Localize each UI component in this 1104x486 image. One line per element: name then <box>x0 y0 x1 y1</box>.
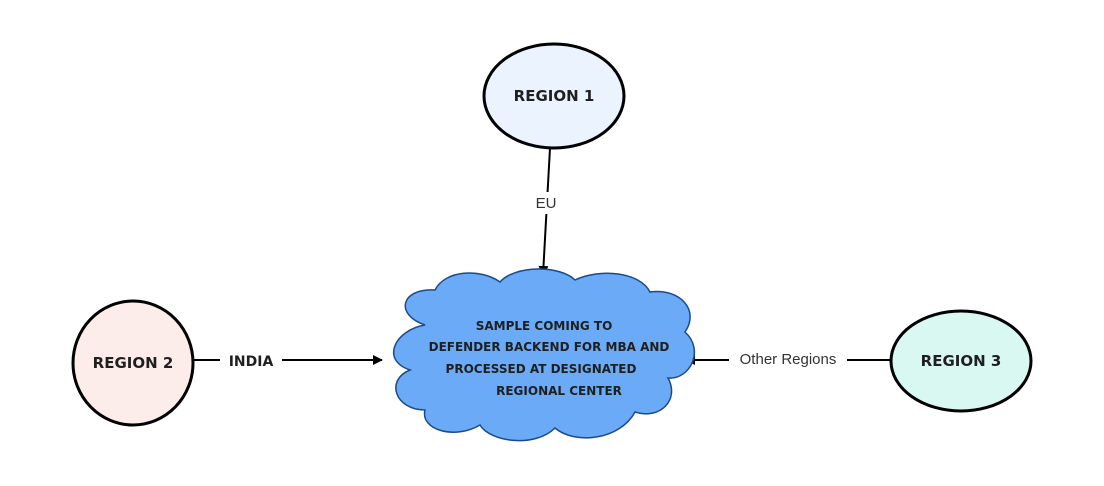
edge-label-eu: EU <box>536 195 557 212</box>
region-1-node[interactable]: REGION 1 <box>482 42 626 150</box>
edge-label-india: INDIA <box>229 354 274 370</box>
region-2-label: REGION 2 <box>93 354 174 372</box>
region-2-node[interactable]: REGION 2 <box>71 299 195 427</box>
cloud-text-line-3: PROCESSED AT DESIGNATED <box>446 362 637 376</box>
region-3-label: REGION 3 <box>921 352 1002 370</box>
cloud-text-line-1: SAMPLE COMING TO <box>476 319 613 333</box>
cloud-text-line-2: DEFENDER BACKEND FOR MBA AND <box>429 340 670 354</box>
region-3-node[interactable]: REGION 3 <box>889 309 1033 413</box>
cloud-text-line-4: REGIONAL CENTER <box>496 384 622 398</box>
region-1-label: REGION 1 <box>514 87 595 105</box>
defender-backend-cloud[interactable]: SAMPLE COMING TO DEFENDER BACKEND FOR MB… <box>392 268 696 442</box>
edge-label-other-regions: Other Regions <box>740 351 837 368</box>
